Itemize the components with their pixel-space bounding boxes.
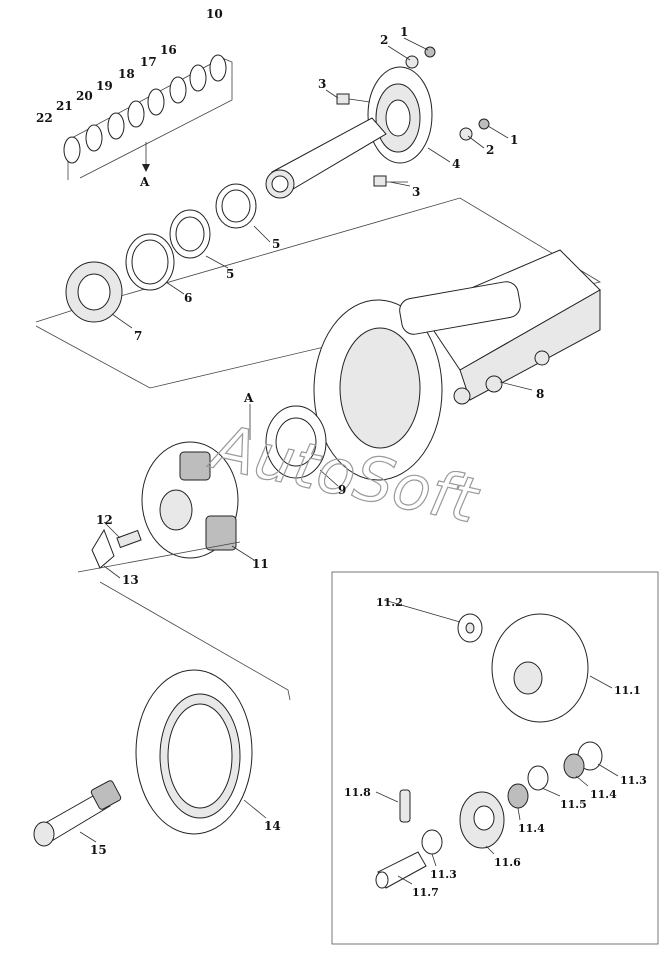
label-18: 18 — [118, 67, 135, 81]
label-11-4-right: 11.4 — [590, 788, 617, 801]
label-11-3-bottom: 11.3 — [430, 868, 457, 881]
label-3-bottom: 3 — [412, 185, 420, 199]
label-20: 20 — [76, 89, 93, 103]
label-3-top: 3 — [318, 77, 326, 91]
label-6: 6 — [184, 291, 192, 305]
label-1-right: 1 — [510, 133, 518, 147]
planetary-carrier — [141, 404, 327, 559]
label-22: 22 — [36, 111, 53, 125]
label-view-a-top: A — [139, 175, 150, 189]
axle-housing — [313, 249, 601, 481]
label-5-left: 5 — [226, 267, 234, 281]
label-17: 17 — [140, 55, 157, 69]
label-4: 4 — [452, 157, 460, 171]
output-shaft-flange — [265, 46, 490, 199]
label-11-7: 11.7 — [412, 886, 439, 899]
label-14: 14 — [264, 819, 281, 833]
label-11-2: 11.2 — [376, 596, 403, 609]
label-21: 21 — [56, 99, 73, 113]
label-15: 15 — [90, 843, 107, 857]
label-7: 7 — [134, 329, 142, 343]
label-11: 11 — [252, 557, 269, 571]
detail-box — [331, 571, 659, 945]
seal-bearing-group — [35, 183, 602, 389]
label-10: 10 — [206, 7, 223, 21]
label-13: 13 — [122, 573, 139, 587]
label-5-right: 5 — [272, 237, 280, 251]
label-view-a-mid: A — [243, 391, 254, 405]
label-11-8: 11.8 — [344, 786, 371, 799]
part-labels: 1 2 3 1 2 4 3 5 5 6 7 8 9 10 11 12 13 14… — [36, 7, 647, 899]
label-16: 16 — [160, 43, 177, 57]
label-11-3-right: 11.3 — [620, 774, 647, 787]
label-2-top: 2 — [380, 33, 388, 47]
snap-ring-group — [63, 54, 233, 180]
label-2-right: 2 — [486, 143, 494, 157]
label-19: 19 — [96, 79, 113, 93]
label-12: 12 — [96, 513, 113, 527]
label-11-5: 11.5 — [560, 798, 587, 811]
label-11-1: 11.1 — [614, 684, 641, 697]
label-8: 8 — [536, 387, 544, 401]
label-11-6: 11.6 — [494, 856, 521, 869]
label-9: 9 — [338, 483, 346, 497]
label-11-4-left: 11.4 — [518, 822, 545, 835]
label-1-top: 1 — [400, 25, 408, 39]
leader-lines — [79, 37, 619, 885]
ring-gear-sunshaft — [33, 669, 253, 847]
